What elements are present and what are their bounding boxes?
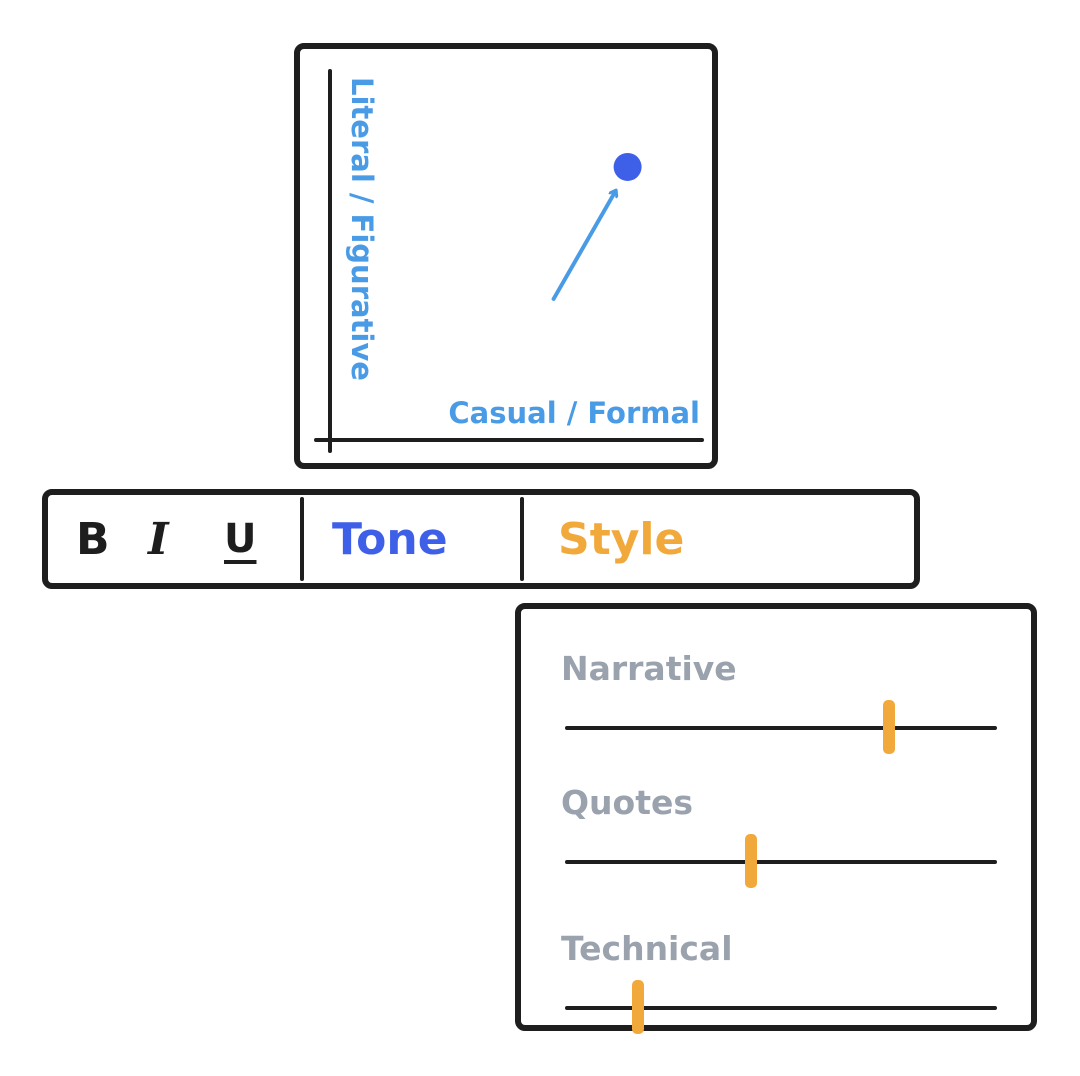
slider-thumb-quotes[interactable] [744,834,757,888]
slider-track-technical[interactable] [565,980,997,1034]
tone-point-handle[interactable] [613,152,642,181]
tone-pad-canvas[interactable]: Literal / Figurative Casual / Formal [300,49,712,463]
slider-thumb-technical[interactable] [632,980,645,1034]
bold-button[interactable]: B [76,513,110,565]
slider-label-technical: Technical [561,929,733,968]
underline-button[interactable]: U [224,516,257,562]
slider-track-narrative[interactable] [565,700,997,754]
x-axis-label: Casual / Formal [448,396,700,430]
tab-style[interactable]: Style [558,513,685,565]
tone-pad[interactable]: Literal / Figurative Casual / Formal [294,43,718,469]
italic-button[interactable]: I [148,513,169,565]
slider-track-quotes[interactable] [565,834,997,888]
y-axis-label: Literal / Figurative [345,77,379,381]
formatting-toolbar: B I U Tone Style [42,489,920,589]
style-panel: Narrative Quotes Technical [515,603,1037,1034]
slider-label-narrative: Narrative [561,649,737,688]
tone-direction-arrow [551,191,616,301]
tab-tone[interactable]: Tone [332,513,448,565]
slider-label-quotes: Quotes [561,783,694,822]
toolbar-divider [300,497,304,581]
toolbar-divider [520,497,524,581]
slider-thumb-narrative[interactable] [883,700,895,754]
